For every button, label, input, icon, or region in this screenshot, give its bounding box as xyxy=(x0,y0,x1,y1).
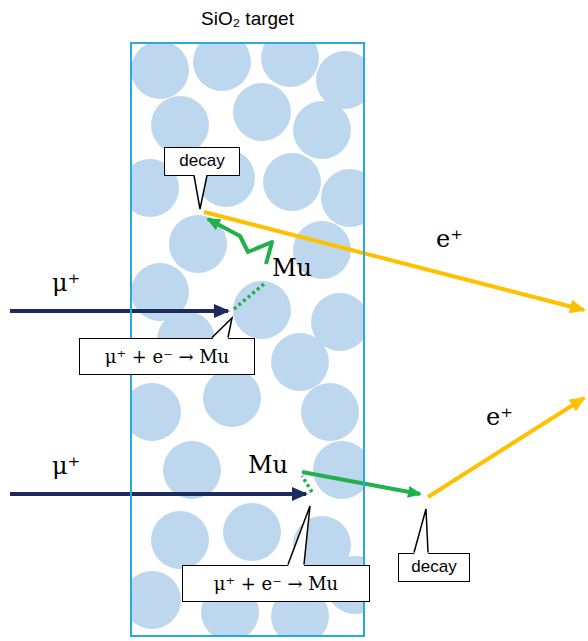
callout-tail xyxy=(414,509,428,553)
muon-beam-arrow xyxy=(10,309,228,313)
muon-label: μ⁺ xyxy=(52,270,80,298)
callout-tail-fill xyxy=(288,506,310,567)
grain xyxy=(193,44,251,91)
positron-label: e⁺ xyxy=(486,404,513,432)
grain xyxy=(316,51,363,109)
grain xyxy=(233,83,291,141)
muonium-emission-path xyxy=(302,472,420,494)
callout-tail-fill xyxy=(414,509,428,555)
positron-track xyxy=(428,398,584,497)
grain xyxy=(261,44,319,87)
grain xyxy=(163,441,221,499)
callout-tail-fill xyxy=(194,174,207,210)
callout-text: μ⁺ + e⁻ → Mu xyxy=(105,346,229,367)
positron-track xyxy=(204,212,584,310)
muon-label: μ⁺ xyxy=(52,453,80,481)
callout-tail xyxy=(194,176,207,210)
grain xyxy=(293,101,351,159)
grain xyxy=(132,571,181,629)
grain xyxy=(263,153,321,211)
callout-box: decay xyxy=(398,553,470,582)
grain xyxy=(301,383,359,441)
muonium-label: Mu xyxy=(248,452,288,480)
grain xyxy=(151,96,209,154)
callout-box: μ⁺ + e⁻ → Mu xyxy=(79,338,255,375)
muonium-label: Mu xyxy=(272,255,312,283)
grain xyxy=(223,503,281,561)
callout-tail xyxy=(212,318,232,338)
grain xyxy=(151,511,209,569)
grain xyxy=(132,383,181,441)
callout-box: decay xyxy=(164,147,240,176)
grain xyxy=(132,44,189,99)
positron-label: e⁺ xyxy=(436,226,463,254)
formation-dotted-line xyxy=(234,284,264,309)
grain xyxy=(321,169,363,227)
grain xyxy=(203,369,261,427)
grain xyxy=(271,333,329,391)
callout-text: decay xyxy=(411,557,456,577)
callout-tail xyxy=(288,506,310,565)
muon-beam-arrow xyxy=(10,492,306,496)
grain xyxy=(233,281,291,339)
callout-tail-fill xyxy=(212,318,232,340)
target-title: SiO₂ target xyxy=(72,8,423,30)
grain xyxy=(313,441,363,499)
callout-text: μ⁺ + e⁻ → Mu xyxy=(214,573,338,594)
callout-text: decay xyxy=(179,151,224,171)
formation-dotted-line xyxy=(302,476,312,492)
callout-box: μ⁺ + e⁻ → Mu xyxy=(182,565,370,602)
